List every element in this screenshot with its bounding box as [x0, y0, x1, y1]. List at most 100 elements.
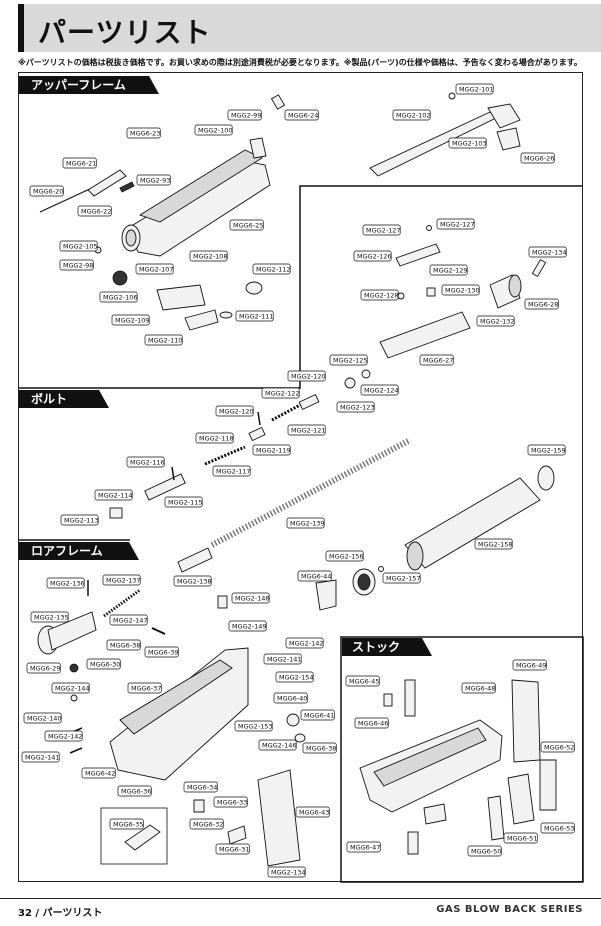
part-label-box: [126, 127, 161, 139]
part-label: MGG6-29: [26, 662, 61, 674]
part-number: MGG6-39: [148, 649, 178, 657]
part-label-box: [21, 751, 60, 763]
part-number: MGG2-139: [290, 520, 325, 528]
part-label-box: [285, 637, 324, 649]
part-label: MGG2-111: [235, 310, 274, 322]
part-label: MGG6-22: [77, 205, 112, 217]
part-label-box: [287, 424, 326, 436]
part-number: MGG2-127: [366, 227, 401, 235]
part-label-box: [59, 240, 98, 252]
part-number: MGG2-121: [291, 427, 326, 435]
part-label-box: [127, 682, 162, 694]
part-number: MGG6-24: [288, 112, 318, 120]
part-label-box: [212, 465, 251, 477]
part-number: MGG2-134: [532, 249, 567, 257]
part-label-box: [215, 405, 254, 417]
part-number: MGG2-122: [265, 390, 300, 398]
part-label-box: [362, 224, 401, 236]
part-label: MGG6-41: [300, 709, 335, 721]
part-number: MGG2-99: [231, 112, 261, 120]
part-label: MGG6-38: [106, 639, 141, 651]
part-number: MGG2-101: [459, 86, 494, 94]
part-number: MGG2-142: [48, 733, 83, 741]
part-label: MGG6-23: [126, 127, 161, 139]
part-number: MGG6-29: [30, 665, 60, 673]
section-tab-lower: ロアフレーム: [19, 542, 139, 560]
part-label: MGG2-153: [234, 720, 273, 732]
part-label-box: [461, 682, 496, 694]
part-label: MGG2-154: [275, 671, 314, 683]
part-label-box: [345, 675, 380, 687]
part-label: MGG2-159: [527, 444, 566, 456]
part-number: MGG2-112: [256, 266, 291, 274]
part-label: MGG2-156: [325, 550, 364, 562]
part-label-box: [102, 574, 141, 586]
part-label-box: [346, 841, 381, 853]
title-accent: [18, 4, 24, 52]
part-label: MGG2-146: [258, 739, 297, 751]
bolt-carrier-illustration: [379, 225, 547, 359]
part-label-box: [213, 796, 248, 808]
part-number: MGG6-45: [349, 678, 379, 686]
part-label: MGG2-119: [252, 444, 291, 456]
part-label: MGG2-132: [476, 315, 515, 327]
part-number: MGG6-36: [121, 788, 151, 796]
part-label-box: [136, 174, 171, 186]
part-label: MGG6-34: [183, 781, 218, 793]
part-label: MGG2-108: [189, 250, 228, 262]
part-label-box: [252, 263, 291, 275]
part-label: MGG6-20: [29, 185, 64, 197]
part-label: MGG6-49: [512, 659, 547, 671]
part-label: MGG2-102: [392, 109, 431, 121]
part-label: MGG6-43: [295, 806, 330, 818]
footer-page-number: 32 / パーツリスト: [18, 908, 103, 919]
part-label-box: [126, 456, 165, 468]
upper-receiver-illustration: [39, 94, 286, 331]
part-label-box: [527, 444, 566, 456]
part-number: MGG6-34: [187, 784, 217, 792]
part-label: MGG2-142: [285, 637, 324, 649]
part-number: MGG2-129: [433, 267, 468, 275]
part-label-box: [195, 432, 234, 444]
part-label-box: [267, 866, 306, 878]
part-label-box: [354, 717, 389, 729]
part-label: MGG2-118: [195, 432, 234, 444]
part-number: MGG6-40: [277, 695, 307, 703]
part-label: MGG2-129: [429, 264, 468, 276]
part-label: MGG2-105: [59, 240, 98, 252]
part-label: MGG6-27: [419, 354, 454, 366]
part-number: MGG2-100: [198, 127, 233, 135]
part-label: MGG6-36: [117, 785, 152, 797]
section-tab-bolt: ボルト: [19, 390, 109, 408]
part-number: MGG2-98: [63, 262, 93, 270]
part-label: MGG2-101: [455, 83, 494, 95]
part-label-box: [227, 109, 262, 121]
part-label: MGG6-46: [354, 717, 389, 729]
part-label-box: [215, 843, 250, 855]
part-label-box: [429, 264, 468, 276]
part-label: MGG6-47: [346, 841, 381, 853]
part-label-box: [229, 219, 264, 231]
part-number: MGG2-124: [364, 387, 399, 395]
part-label: MGG2-120: [215, 405, 254, 417]
part-label: MGG2-144: [51, 682, 90, 694]
part-number: MGG6-41: [304, 712, 334, 720]
part-label-box: [436, 218, 475, 230]
part-label: MGG6-52: [540, 741, 575, 753]
part-label-box: [540, 741, 575, 753]
part-label-box: [94, 489, 133, 501]
part-number: MGG6-48: [465, 685, 495, 693]
part-label-box: [275, 671, 314, 683]
part-number: MGG6-31: [219, 846, 249, 854]
part-number: MGG6-44: [301, 573, 331, 581]
part-number: MGG2-146: [262, 742, 297, 750]
part-number: MGG2-138: [177, 578, 212, 586]
part-label: MGG6-40: [273, 692, 308, 704]
part-label: MGG2-134: [528, 246, 567, 258]
part-number: MGG2-120: [291, 373, 326, 381]
part-label-box: [476, 315, 515, 327]
part-label-box: [235, 310, 274, 322]
part-number: MGG2-125: [333, 357, 368, 365]
part-label-box: [144, 334, 183, 346]
